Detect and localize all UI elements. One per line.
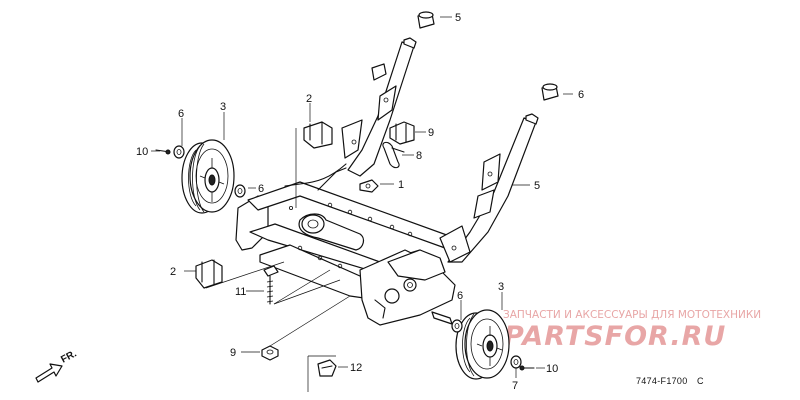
callout-5-top: 5 [455, 12, 461, 24]
callout-4: 5 [534, 180, 540, 192]
small-parts [155, 11, 559, 377]
front-direction-label: FR. [59, 348, 79, 365]
callout-11: 11 [235, 286, 246, 298]
callout-5-right: 6 [578, 89, 584, 101]
wheel-right [455, 309, 510, 380]
callout-6-right-low: 7 [512, 380, 518, 392]
wheel-left [181, 139, 235, 214]
callout-3-left: 3 [220, 101, 226, 113]
right-support-arm [387, 113, 539, 281]
callout-10-right: 10 [546, 363, 558, 375]
callout-labels: 5 6 2 3 6 9 10 8 6 1 5 2 3 11 6 9 12 10 … [136, 12, 584, 392]
callout-6-right-mid: 6 [457, 290, 463, 302]
callout-3-right: 3 [498, 281, 504, 293]
front-direction-indicator: FR. [35, 348, 79, 383]
callout-1: 1 [398, 179, 404, 191]
callout-6-left-top: 6 [178, 108, 184, 120]
callout-7: 8 [416, 150, 422, 162]
figure-code: 7474-F1700 C [636, 376, 704, 386]
left-support-arm [284, 37, 417, 191]
callout-2-lower: 2 [170, 266, 176, 278]
callout-2-upper: 2 [306, 93, 312, 105]
watermark: ЗАПЧАСТИ И АКСЕССУАРЫ ДЛЯ МОТОТЕХНИКИ PA… [503, 309, 761, 352]
callout-8: 9 [428, 127, 434, 139]
leader-lines [151, 16, 573, 392]
callout-12: 12 [350, 362, 362, 374]
figure-code-text: 7474-F1700 [636, 376, 688, 386]
watermark-logo: PARTSFOR.RU [504, 321, 726, 352]
front-arrow-icon [35, 363, 63, 383]
callout-10-left: 10 [136, 146, 148, 158]
callout-6-left-mid: 6 [258, 183, 264, 195]
figure-code-suffix: C [697, 376, 704, 386]
watermark-tagline: ЗАПЧАСТИ И АКСЕССУАРЫ ДЛЯ МОТОТЕХНИКИ [503, 309, 761, 321]
callout-9: 9 [230, 347, 236, 359]
